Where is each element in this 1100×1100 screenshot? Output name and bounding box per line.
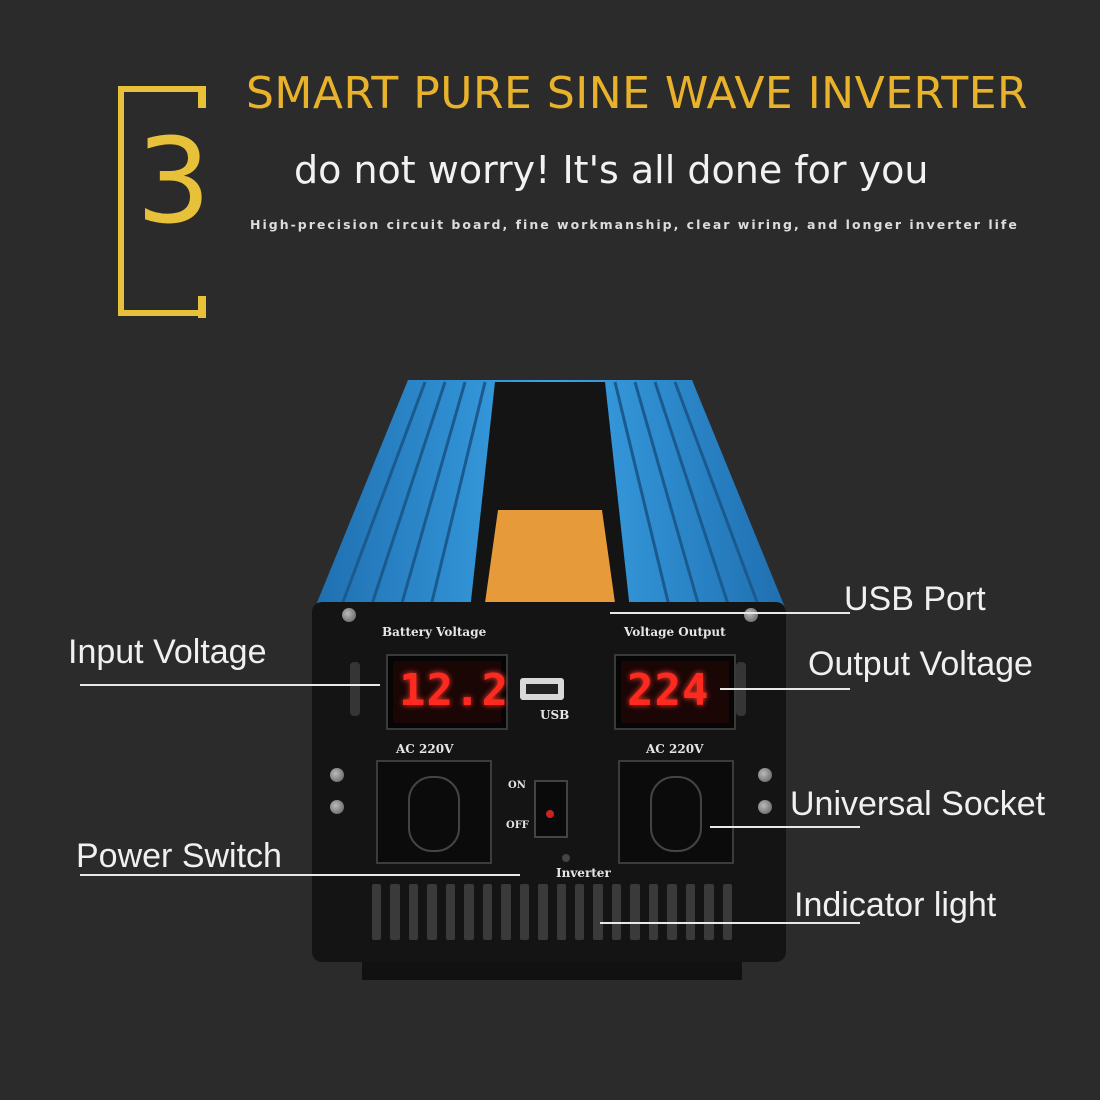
fineprint: High-precision circuit board, fine workm… [250, 217, 1019, 232]
step-number: 3 [136, 112, 212, 250]
socket-face [650, 776, 702, 852]
callout-line [720, 688, 850, 690]
mounting-foot [362, 962, 742, 980]
callout-indicator-light: Indicator light [794, 886, 997, 924]
callout-output-voltage: Output Voltage [808, 645, 1033, 683]
right-socket-caption: AC 220V [646, 742, 704, 756]
output-voltage-display: 224 [614, 654, 736, 730]
switch-dot [546, 810, 554, 818]
headline: SMART PURE SINE WAVE INVERTER [246, 68, 1029, 119]
usb-caption: USB [540, 708, 570, 722]
universal-socket-left[interactable] [376, 760, 492, 864]
callout-input-voltage: Input Voltage [68, 633, 267, 671]
callout-power-switch: Power Switch [76, 837, 282, 875]
screw-icon [330, 800, 344, 814]
callout-usb-port: USB Port [844, 580, 986, 618]
inverter-caption: Inverter [556, 866, 611, 880]
callout-universal-socket: Universal Socket [790, 785, 1046, 823]
usb-port[interactable] [520, 678, 564, 700]
inverter-heatsink [314, 380, 786, 611]
output-voltage-value: 224 [627, 665, 710, 716]
voltage-output-caption: Voltage Output [624, 625, 726, 639]
battery-voltage-value: 12.2 [399, 665, 509, 716]
subheadline: do not worry! It's all done for you [294, 148, 929, 192]
battery-voltage-caption: Battery Voltage [382, 625, 487, 639]
usb-slot [526, 684, 558, 694]
callout-line [610, 612, 850, 614]
bracket-tick-bottom [198, 296, 206, 318]
socket-face [408, 776, 460, 852]
power-switch[interactable] [534, 780, 568, 838]
callout-line [80, 874, 520, 876]
bracket-tick-top [198, 86, 206, 108]
universal-socket-right[interactable] [618, 760, 734, 864]
callout-line [600, 922, 860, 924]
switch-off-label: OFF [506, 820, 529, 831]
screw-icon [758, 800, 772, 814]
callout-line [80, 684, 380, 686]
screw-icon [330, 768, 344, 782]
screw-icon [342, 608, 356, 622]
side-vent [350, 662, 360, 716]
screw-icon [758, 768, 772, 782]
indicator-light [562, 854, 570, 862]
screw-icon [744, 608, 758, 622]
callout-line [710, 826, 860, 828]
title-bracket [118, 86, 204, 316]
left-socket-caption: AC 220V [396, 742, 454, 756]
switch-on-label: ON [508, 780, 526, 791]
inverter-front-panel: Battery Voltage Voltage Output 12.2 224 … [312, 602, 786, 962]
bottom-vents [372, 884, 733, 940]
battery-voltage-display: 12.2 [386, 654, 509, 730]
